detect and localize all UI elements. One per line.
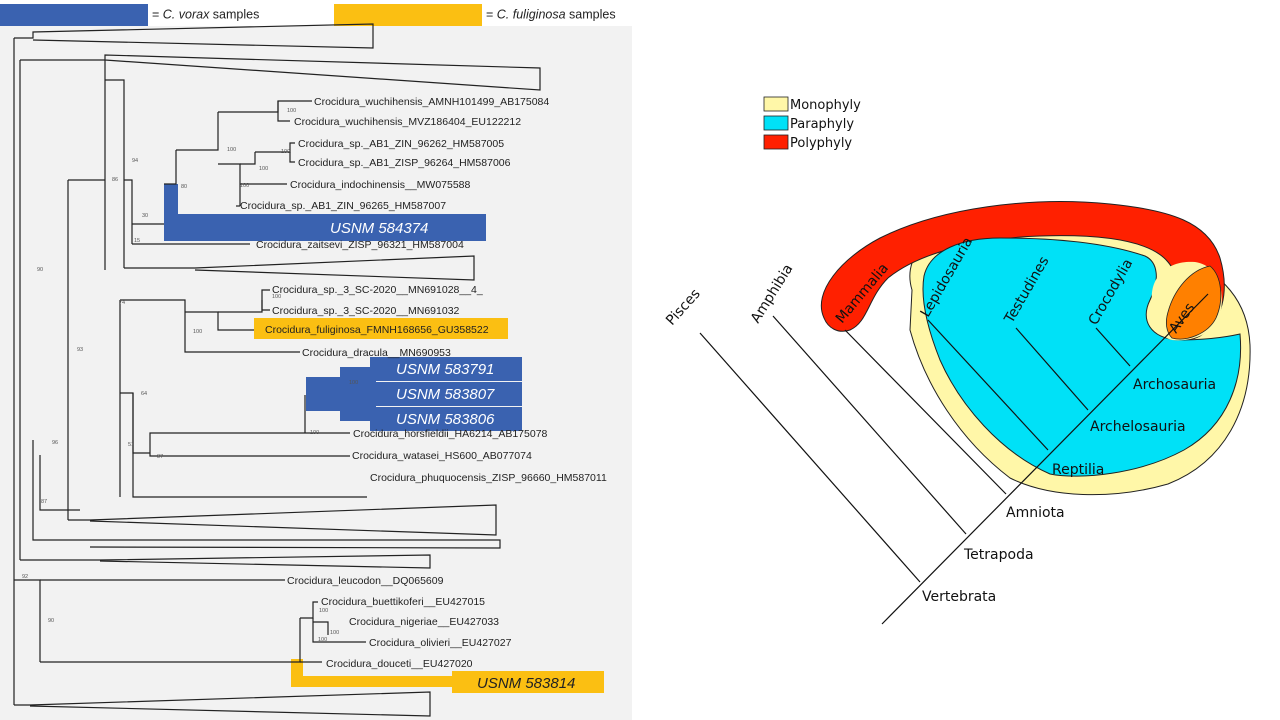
leaf-label: Crocidura_fuliginosa_FMNH168656_GU358522 (265, 324, 489, 336)
vorax-box-583807 (370, 382, 522, 406)
clade-reptilia: Reptilia (1052, 462, 1104, 478)
svg-text:100: 100 (272, 294, 281, 300)
sample-label: USNM 583814 (477, 675, 575, 692)
legend-fuliginosa: = C. fuliginosa samples (334, 4, 616, 26)
leaf-label: Crocidura_sp._AB1_ZISP_96264_HM587006 (298, 157, 511, 169)
fuliginosa-stem-583814-b (291, 676, 456, 687)
paraphyly-swatch (763, 115, 789, 131)
clade-labels: Archosauria Archelosauria Reptilia Amnio… (922, 377, 1216, 605)
leaf-label: Crocidura_buettikoferi__EU427015 (321, 596, 485, 608)
svg-text:90: 90 (37, 267, 43, 273)
phyly-key: Monophyly Paraphyly Polyphyly (763, 96, 861, 151)
legend-vorax: = C. vorax samples (0, 4, 259, 26)
svg-text:100: 100 (259, 166, 268, 172)
svg-text:100: 100 (287, 108, 296, 114)
support-values: 100 100 100 100 100 80 94 86 30 15 90 74… (22, 108, 358, 643)
clade-archosauria: Archosauria (1133, 377, 1216, 393)
leaf-label: Crocidura_dracula__MN690953 (302, 347, 451, 359)
svg-text:74: 74 (119, 300, 125, 306)
svg-text:100: 100 (240, 183, 249, 189)
vorax-stem-584374 (164, 184, 178, 240)
vorax-box-583791 (370, 357, 522, 381)
vorax-swatch (0, 4, 148, 26)
svg-text:64: 64 (141, 391, 147, 397)
svg-text:30: 30 (142, 213, 148, 219)
svg-text:15: 15 (134, 238, 140, 244)
fuliginosa-swatch (334, 4, 482, 26)
fuliginosa-box-gu358522 (254, 318, 508, 339)
clade-vertebrata: Vertebrata (922, 589, 996, 605)
clade-tetrapoda: Tetrapoda (963, 547, 1034, 563)
sample-label: USNM 583806 (396, 411, 495, 428)
cladogram: Monophyly Paraphyly Polyphyly Pisces (663, 96, 1251, 625)
leaf-label: Crocidura_nigeriae__EU427033 (349, 616, 499, 628)
clade-archelosauria: Archelosauria (1090, 419, 1186, 435)
sample-labels: USNM 584374 USNM 583791 USNM 583807 USNM… (330, 220, 575, 692)
svg-text:92: 92 (22, 574, 28, 580)
svg-text:100: 100 (319, 608, 328, 614)
overlap-region (1165, 265, 1222, 340)
polyphyly-label: Polyphyly (790, 136, 852, 151)
svg-text:90: 90 (48, 618, 54, 624)
leaf-label: Crocidura_wuchihensis_AMNH101499_AB17508… (314, 96, 549, 108)
phylogenetic-tree: 100 100 100 100 100 80 94 86 30 15 90 74… (13, 23, 607, 717)
vorax-box-584374 (164, 214, 486, 241)
sample-label: USNM 584374 (330, 220, 428, 237)
svg-text:100: 100 (349, 380, 358, 386)
svg-text:100: 100 (318, 637, 327, 643)
leaf-label: Crocidura_indochinensis__MW075588 (290, 179, 471, 191)
svg-text:87: 87 (41, 499, 47, 505)
svg-text:93: 93 (77, 347, 83, 353)
svg-text:100: 100 (281, 149, 290, 155)
monophyly-swatch (763, 96, 789, 112)
leaf-label: Crocidura_zaitsevi_ZISP_96321_HM587004 (256, 239, 464, 251)
svg-text:94: 94 (132, 158, 138, 164)
svg-text:96: 96 (52, 440, 58, 446)
svg-text:86: 86 (112, 177, 118, 183)
leaf-label: Crocidura_watasei_HS600_AB077074 (352, 450, 532, 462)
fuliginosa-box-583814 (452, 671, 604, 693)
svg-text:100: 100 (330, 630, 339, 636)
leaf-label: Crocidura_leucodon__DQ065609 (287, 575, 444, 587)
leaf-label: Crocidura_sp._AB1_ZIN_96262_HM587005 (298, 138, 504, 150)
leaf-label: Crocidura_wuchihensis_MVZ186404_EU122212 (294, 116, 521, 128)
leaf-labels: Crocidura_wuchihensis_AMNH101499_AB17508… (240, 96, 607, 670)
polyphyly-swatch (763, 134, 789, 150)
svg-text:100: 100 (310, 430, 319, 436)
svg-text:80: 80 (181, 184, 187, 190)
leaf-label: Crocidura_phuquocensis_ZISP_96660_HM5870… (370, 472, 607, 484)
monophyly-label: Monophyly (790, 98, 861, 113)
sample-label: USNM 583807 (396, 386, 495, 403)
vorax-clade-stem-2 (340, 367, 370, 421)
leaf-label: Crocidura_douceti__EU427020 (326, 658, 473, 670)
clade-amniota: Amniota (1006, 505, 1065, 521)
cladogram-lines (699, 293, 1209, 625)
paraphyly-region (922, 237, 1242, 477)
leaf-label: Crocidura_sp._3_SC-2020__MN691032 (272, 305, 460, 317)
leaf-label: Crocidura_sp._AB1_ZIN_96265_HM587007 (240, 200, 446, 212)
svg-text:51: 51 (128, 442, 134, 448)
taxon-pisces: Pisces (663, 286, 704, 329)
svg-text:100: 100 (227, 147, 236, 153)
svg-text:100: 100 (193, 329, 202, 335)
vorax-species: C. vorax (162, 7, 210, 22)
svg-text:87: 87 (157, 454, 163, 460)
vorax-box-583806 (370, 407, 522, 431)
leaf-label: Crocidura_sp._3_SC-2020__MN691028__4_ (272, 284, 483, 296)
leaf-label: Crocidura_olivieri__EU427027 (369, 637, 512, 649)
sample-label: USNM 583791 (396, 361, 494, 378)
fuliginosa-species: C. fuliginosa (496, 7, 566, 22)
tree-branches (13, 23, 541, 717)
leaf-label: Crocidura_horsfieldii_HA6214_AB175078 (353, 428, 548, 440)
taxon-amphibia: Amphibia (748, 261, 797, 326)
paraphyly-label: Paraphyly (790, 117, 854, 132)
